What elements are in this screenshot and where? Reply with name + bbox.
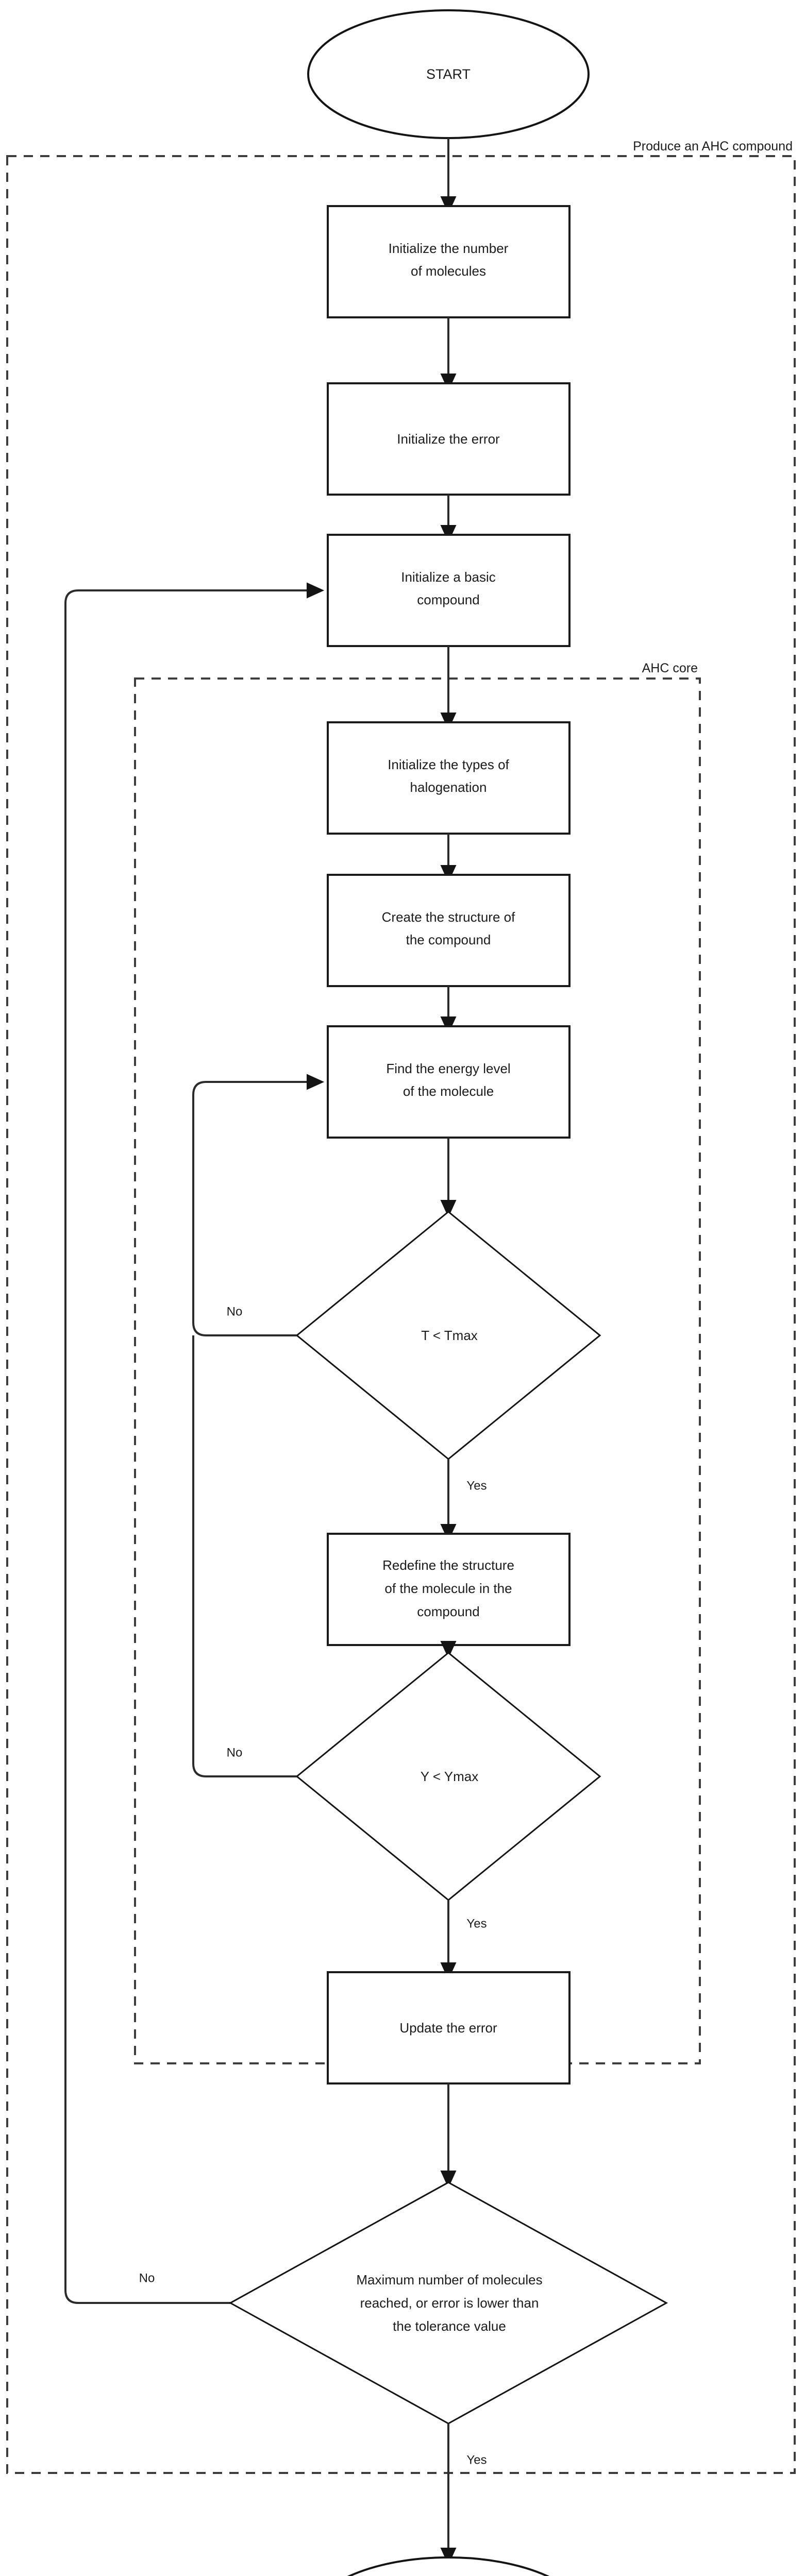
group-label-ahc-core: AHC core xyxy=(642,661,698,675)
process-redefine-structure[interactable] xyxy=(327,1533,571,1646)
edge-stopcondition-no-loopback xyxy=(64,582,375,2304)
process-init-molecules[interactable] xyxy=(327,205,571,318)
decision-stop-condition-line2: reached, or error is lower than xyxy=(360,2295,539,2311)
process-init-halogenation-line1: Initialize the types of xyxy=(388,757,509,772)
branch-label-stop-condition-yes: Yes xyxy=(466,2453,487,2467)
process-redefine-structure-line2: of the molecule in the xyxy=(384,1581,512,1596)
branch-label-stop-condition-no: No xyxy=(139,2271,155,2285)
process-redefine-structure-line1: Redefine the structure xyxy=(382,1557,514,1573)
process-init-error[interactable] xyxy=(327,382,571,496)
branch-label-t-tmax-yes: Yes xyxy=(466,1479,487,1493)
branch-label-t-tmax-no: No xyxy=(227,1304,243,1318)
branch-label-y-ymax-yes: Yes xyxy=(466,1917,487,1930)
process-redefine-structure-line3: compound xyxy=(417,1604,479,1619)
process-init-error-line1: Initialize the error xyxy=(397,431,500,447)
decision-stop-condition-line3: the tolerance value xyxy=(393,2318,506,2334)
process-init-molecules-line1: Initialize the number xyxy=(389,241,509,256)
process-update-error[interactable] xyxy=(327,1971,571,2084)
terminal-end[interactable] xyxy=(308,2556,589,2576)
process-find-energy[interactable] xyxy=(327,1025,571,1139)
edge-y-ymax-no-loopback xyxy=(192,1335,297,1777)
terminal-start-label: START xyxy=(426,66,471,82)
process-update-error-line1: Update the error xyxy=(399,2020,497,2036)
process-init-halogenation-line2: halogenation xyxy=(410,779,487,795)
process-init-basic-compound-line1: Initialize a basic xyxy=(401,569,496,585)
group-box-produce-ahc-compound xyxy=(6,155,796,2474)
process-create-structure-line2: the compound xyxy=(406,932,491,947)
decision-y-ymax-label: Y < Ymax xyxy=(421,1769,479,1784)
group-label-produce-ahc-compound: Produce an AHC compound xyxy=(633,139,793,154)
process-init-molecules-line2: of molecules xyxy=(411,263,486,279)
process-find-energy-line1: Find the energy level xyxy=(386,1061,510,1076)
decision-stop-condition-line1: Maximum number of molecules xyxy=(356,2272,542,2287)
process-create-structure[interactable] xyxy=(327,874,571,987)
process-init-basic-compound[interactable] xyxy=(327,534,571,647)
edge-t-tmax-no-loopback xyxy=(192,1074,325,1336)
process-create-structure-line1: Create the structure of xyxy=(382,909,515,925)
process-find-energy-line2: of the molecule xyxy=(403,1083,494,1099)
process-init-basic-compound-line2: compound xyxy=(417,592,479,607)
branch-label-y-ymax-no: No xyxy=(227,1745,243,1759)
process-init-halogenation[interactable] xyxy=(327,721,571,835)
decision-t-tmax-label: T < Tmax xyxy=(421,1328,478,1343)
